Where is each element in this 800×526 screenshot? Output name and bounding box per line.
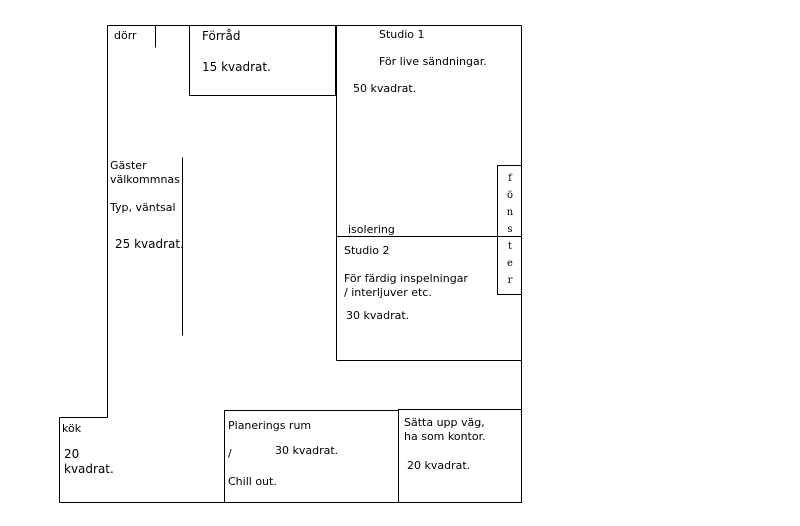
storage-room [189,25,336,96]
studio2-desc-line2: / interljuver etc. [344,286,432,299]
studio1-desc: För live sändningar. [379,55,487,68]
lobby-area: 25 kvadrat. [115,237,184,251]
lobby-line2: välkommnas [110,173,180,186]
kitchen-area-line2: kvadrat. [64,462,114,476]
planning-slash: / [228,447,232,460]
kitchen-name: kök [62,422,82,435]
studio2-area: 30 kvadrat. [346,309,410,322]
studio1-area: 50 kvadrat. [353,82,417,95]
lobby-type: Typ, väntsal [110,201,176,214]
storage-name: Förråd [202,29,241,43]
window-letter: f [508,173,512,184]
window-letter: t [507,241,513,252]
window-letter: ö [506,190,514,201]
planning-area: 30 kvadrat. [275,444,339,457]
planning-name: Planerings rum [228,419,312,432]
kitchen-area-line1: 20 [64,447,80,461]
studio2-name: Studio 2 [344,244,390,257]
office-area: 20 kvadrat. [407,459,471,472]
office-line2: ha som kontor. [404,430,486,443]
planning-chill: Chill out. [228,475,277,488]
window-letter: s [507,224,513,235]
studio2-desc-line1: För färdig inspelningar [344,272,468,285]
window-letter: e [507,258,513,269]
window [497,165,522,295]
studio1-name: Studio 1 [379,28,425,41]
door-label: dörr [114,29,137,42]
window-letter: r [507,275,513,286]
office-room [398,409,522,503]
storage-area: 15 kvadrat. [202,60,271,74]
insulation-label: isolering [348,223,395,236]
office-line1: Sätta upp väg, [404,416,485,429]
lobby-line1: Gäster [110,159,147,172]
window-letter: n [506,207,514,218]
